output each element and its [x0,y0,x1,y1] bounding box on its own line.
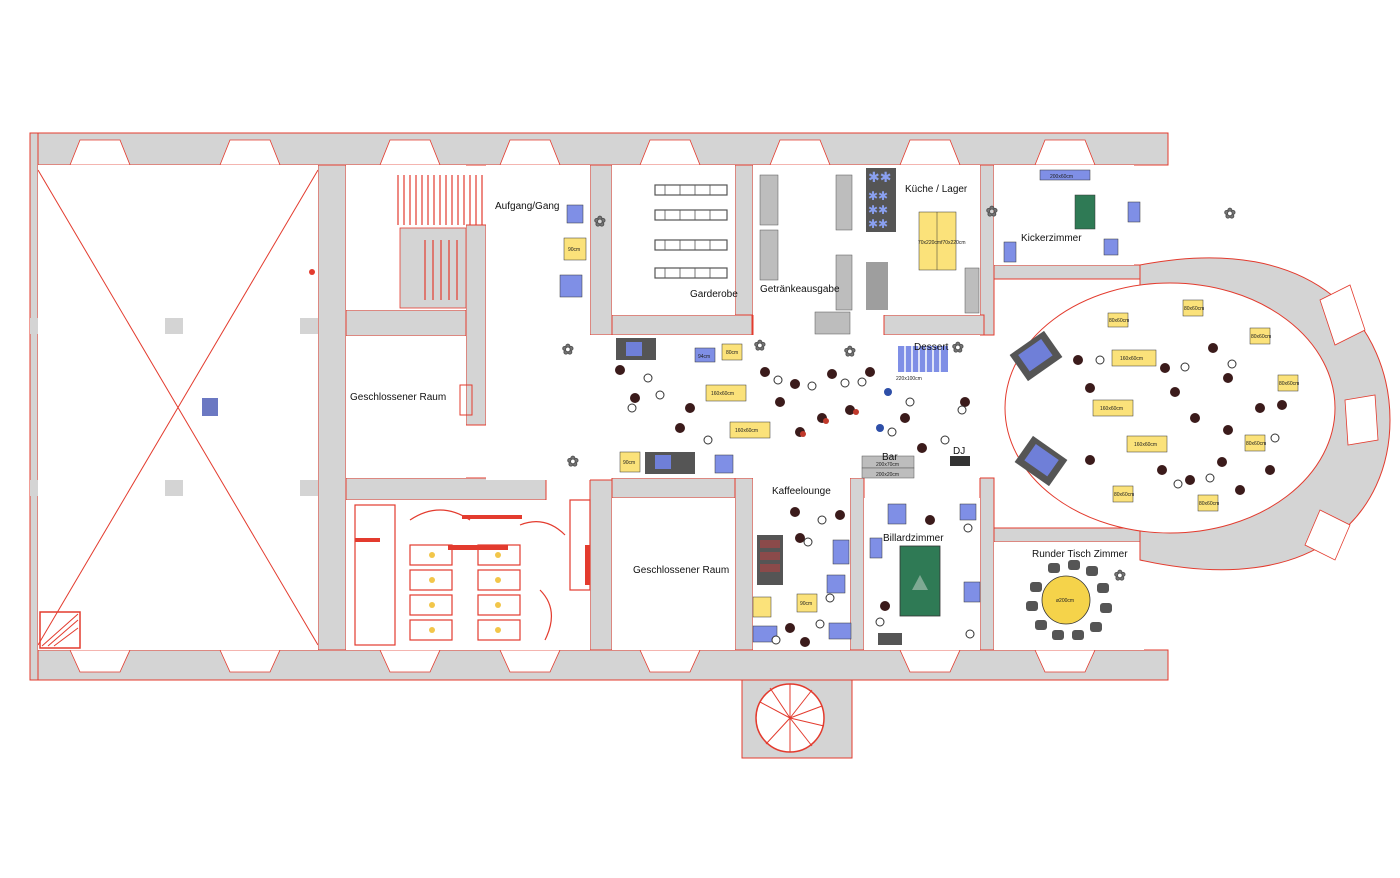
runder-tisch-room [994,542,1144,650]
billard-room [864,498,981,650]
window-niches-top [69,139,1096,166]
table-80x60-a: 80x60cm [1109,318,1129,324]
kueche-room: ✱✱ ✱✱ ✱✱ ✱✱ [853,165,980,315]
svg-text:✱✱: ✱✱ [868,170,891,186]
kicker-room [994,165,1141,265]
large-hall [30,165,319,650]
svg-text:✱✱: ✱✱ [868,217,888,231]
table-80x60-g: 80x60cm [1199,501,1219,507]
table-160x60-c: 160x60cm [1120,356,1143,362]
svg-text:✿: ✿ [986,204,998,220]
ballroom-oval [1004,257,1391,571]
staircase-main [309,165,495,310]
table-200x60-kicker: 200x60cm [1050,174,1073,180]
guests-central [615,365,970,453]
kaffeelounge-room [752,478,852,650]
table-90cm-aufgang: 90cm [568,247,580,253]
table-160x60-b: 160x60cm [735,428,758,434]
room-label-kicker: Kickerzimmer [1021,233,1082,244]
svg-text:✱✱: ✱✱ [868,189,888,203]
room-label-getraenke: Getränkeausgabe [760,284,840,295]
room-label-bar: Bar [882,452,898,463]
svg-text:✿: ✿ [1114,568,1126,584]
spiral-staircase [741,679,853,759]
table-80x60-d: 80x60cm [1279,381,1299,387]
table-70x220: 70x220cmf70x220cm [918,240,966,246]
table-94cm: 94cm [698,354,710,360]
table-160x60-d: 160x60cm [1100,406,1123,412]
room-label-geschlossen-2: Geschlossener Raum [633,565,729,576]
getraenke-room [753,165,853,335]
table-90cm-hall: 90cm [623,460,635,466]
room-label-kueche: Küche / Lager [905,184,968,195]
room-label-runder-tisch: Runder Tisch Zimmer [1032,549,1128,560]
central-hall [486,335,980,479]
svg-text:✿: ✿ [1224,206,1236,222]
svg-text:✿: ✿ [562,342,574,358]
window-niches-bottom [69,649,1096,673]
table-80cm: 80cm [726,350,738,356]
plant-icons: ✿ ✿ ✿ ✿ ✿ ✿ ✿ ✿ ✿ [562,204,1237,585]
table-160x60-e: 160x60cm [1134,442,1157,448]
table-80x60-c: 80x60cm [1251,334,1271,340]
table-80x60-f: 80x60cm [1114,492,1134,498]
table-220x100: 220x100cm [896,376,922,382]
closed-room-2 [612,498,735,650]
closed-room-1 [346,336,473,478]
room-label-aufgang: Aufgang/Gang [495,201,560,212]
room-label-dj: DJ [953,446,965,457]
table-80x60-e: 80x60cm [1246,441,1266,447]
table-80x60-b: 80x60cm [1184,306,1204,312]
room-label-kaffeelounge: Kaffeelounge [772,486,831,497]
svg-text:✿: ✿ [754,338,766,354]
table-200x20: 200x20cm [876,472,899,478]
room-label-geschlossen-1: Geschlossener Raum [350,392,446,403]
room-label-garderobe: Garderobe [690,289,738,300]
table-90cm-kaffee: 90cm [800,601,812,607]
room-label-billard: Billardzimmer [883,533,944,544]
table-160x60-a: 160x60cm [711,391,734,397]
table-round-200: ø200cm [1056,598,1074,604]
table-200x70: 200x70cm [876,462,899,468]
garderobe-room [612,165,735,315]
svg-text:✿: ✿ [567,454,579,470]
room-label-dessert: Dessert [914,342,949,353]
svg-text:✿: ✿ [594,214,606,230]
building-walls [29,132,1169,681]
restrooms [346,499,591,650]
svg-text:✱✱: ✱✱ [868,203,888,217]
svg-text:✿: ✿ [952,340,964,356]
svg-text:✿: ✿ [844,344,856,360]
